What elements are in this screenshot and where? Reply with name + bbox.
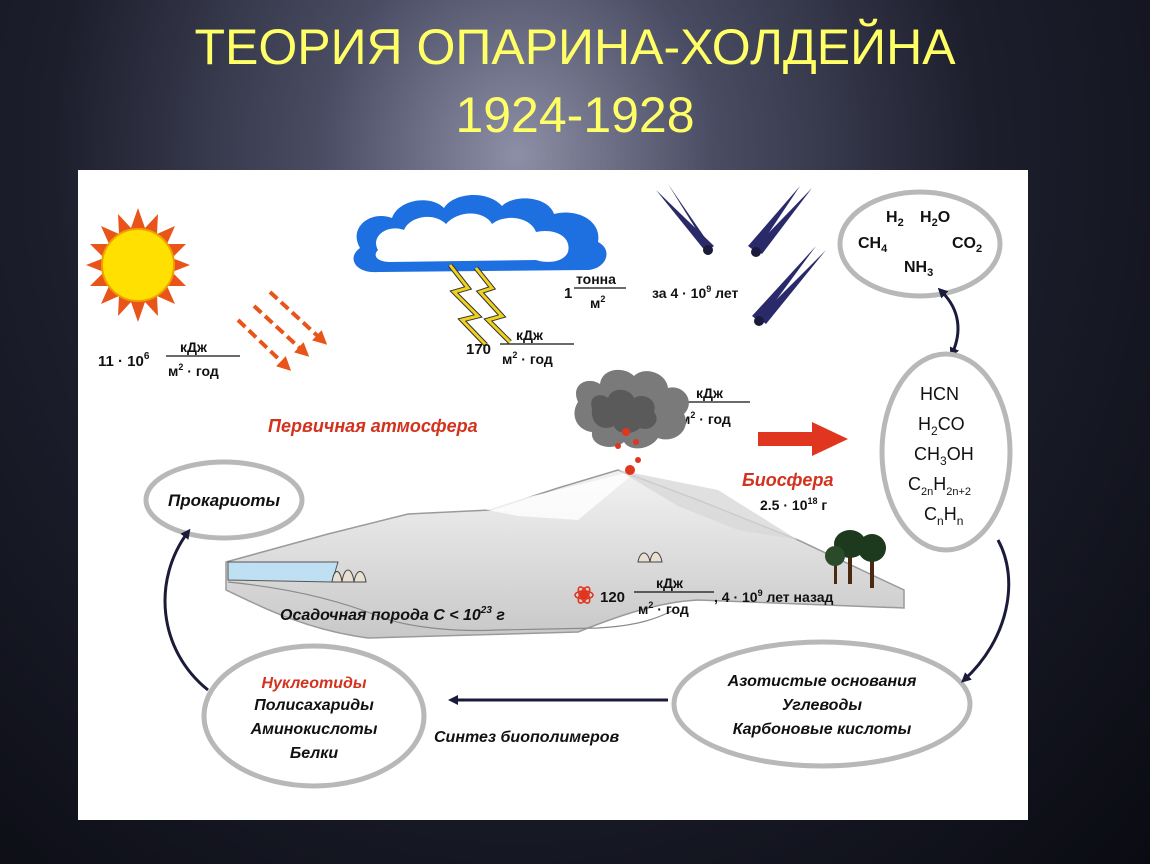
svg-text:кДж: кДж — [516, 327, 544, 343]
sun-rays-icon — [236, 290, 328, 371]
polymers-to-prokaryotes-arrow — [163, 528, 209, 692]
svg-text:Карбоновые кислоты: Карбоновые кислоты — [733, 721, 912, 738]
biosphere-mass: 2.5 · 1018 г — [760, 496, 827, 513]
svg-text:120: 120 — [600, 589, 625, 606]
polymers-ellipse: Нуклеотиды Полисахариды Аминокислоты Бел… — [201, 643, 427, 789]
svg-text:11 · 106: 11 · 106 — [98, 351, 150, 370]
svg-text:м2: м2 — [590, 294, 605, 311]
svg-text:м2 · год: м2 · год — [168, 362, 219, 379]
svg-text:Аминокислоты: Аминокислоты — [250, 721, 378, 738]
biosphere-label: Биосфера — [742, 470, 833, 490]
svg-text:за 4 · 109 лет: за 4 · 109 лет — [652, 284, 738, 301]
prokaryotes-ellipse: Прокариоты — [143, 459, 305, 541]
svg-text:, 4 · 109 лет назад: , 4 · 109 лет назад — [714, 588, 834, 605]
svg-text:H2O: H2O — [920, 209, 950, 229]
synthesis-label: Синтез биополимеров — [434, 729, 620, 746]
opari-haldane-diagram: 11 · 106 кДж м2 · год 170 кДж м2 · год 1 — [86, 184, 1013, 789]
landscape — [225, 469, 905, 639]
svg-text:м2 · год: м2 · год — [502, 350, 553, 367]
svg-text:тонна: тонна — [576, 271, 616, 287]
meteor-icon — [748, 186, 812, 257]
slide-subtitle-years: 1924-1928 — [455, 87, 695, 143]
meteor-icon — [656, 184, 714, 255]
svg-text:Полисахариды: Полисахариды — [254, 697, 374, 714]
primary-atmosphere-label: Первичная атмосфера — [268, 416, 478, 436]
monomers-ellipse: Азотистые основания Углеводы Карбоновые … — [671, 639, 973, 769]
svg-text:H2: H2 — [886, 209, 904, 229]
svg-text:CH4: CH4 — [858, 235, 888, 255]
svg-text:Нуклеотиды: Нуклеотиды — [261, 675, 366, 692]
gases-ellipse: H2 H2O CH4 CO2 NH3 — [837, 189, 1003, 299]
volcano-icon — [574, 369, 689, 475]
sediment-label: Осадочная порода С < 1023 г — [280, 605, 505, 624]
lightning-icon — [448, 263, 512, 347]
svg-text:кДж: кДж — [656, 575, 684, 591]
gases-organics-arrow — [937, 287, 960, 358]
svg-text:C2nH2n+2: C2nH2n+2 — [908, 474, 971, 498]
biosphere-arrow-icon — [758, 422, 848, 456]
svg-text:H2CO: H2CO — [918, 414, 965, 438]
svg-text:Белки: Белки — [290, 745, 338, 762]
svg-text:кДж: кДж — [696, 385, 724, 401]
lightning-energy-label: 170 кДж м2 · год — [466, 327, 574, 367]
stromatolite-icon — [331, 551, 663, 583]
meteor-flux-label: 1 тонна м2 за 4 · 109 лет — [564, 271, 738, 311]
svg-text:CnHn: CnHn — [924, 504, 963, 528]
organics-ellipse: HCN H2CO CH3OH C2nH2n+2 CnHn — [879, 351, 1013, 553]
svg-text:Прокариоты: Прокариоты — [168, 491, 281, 510]
svg-text:NH3: NH3 — [904, 259, 933, 279]
sun-energy-label: 11 · 106 кДж м2 · год — [98, 339, 240, 379]
svg-text:кДж: кДж — [180, 339, 208, 355]
svg-text:Углеводы: Углеводы — [782, 697, 862, 714]
slide-title: ТЕОРИЯ ОПАРИНА-ХОЛДЕЙНА — [194, 19, 956, 75]
volcano-energy-label: 6 кДж м2 · год — [666, 385, 750, 427]
svg-text:HCN: HCN — [920, 384, 959, 404]
radioactivity-energy-label: 120 кДж м2 · год , 4 · 109 лет назад — [600, 575, 834, 617]
organics-to-monomers-arrow — [961, 539, 1011, 683]
tree-icon — [825, 530, 886, 588]
svg-text:м2 · год: м2 · год — [680, 410, 731, 427]
cloud-icon — [353, 194, 607, 273]
sun-icon — [86, 208, 190, 322]
svg-text:1: 1 — [564, 285, 572, 302]
diagram-panel: 11 · 106 кДж м2 · год 170 кДж м2 · год 1 — [78, 170, 1028, 820]
svg-text:CH3OH: CH3OH — [914, 444, 974, 468]
svg-text:Азотистые основания: Азотистые основания — [727, 673, 917, 690]
svg-text:м2 · год: м2 · год — [638, 600, 689, 617]
svg-text:170: 170 — [466, 341, 491, 358]
radiation-icon — [574, 586, 594, 604]
meteor-icon — [752, 246, 826, 326]
svg-text:CO2: CO2 — [952, 235, 982, 255]
